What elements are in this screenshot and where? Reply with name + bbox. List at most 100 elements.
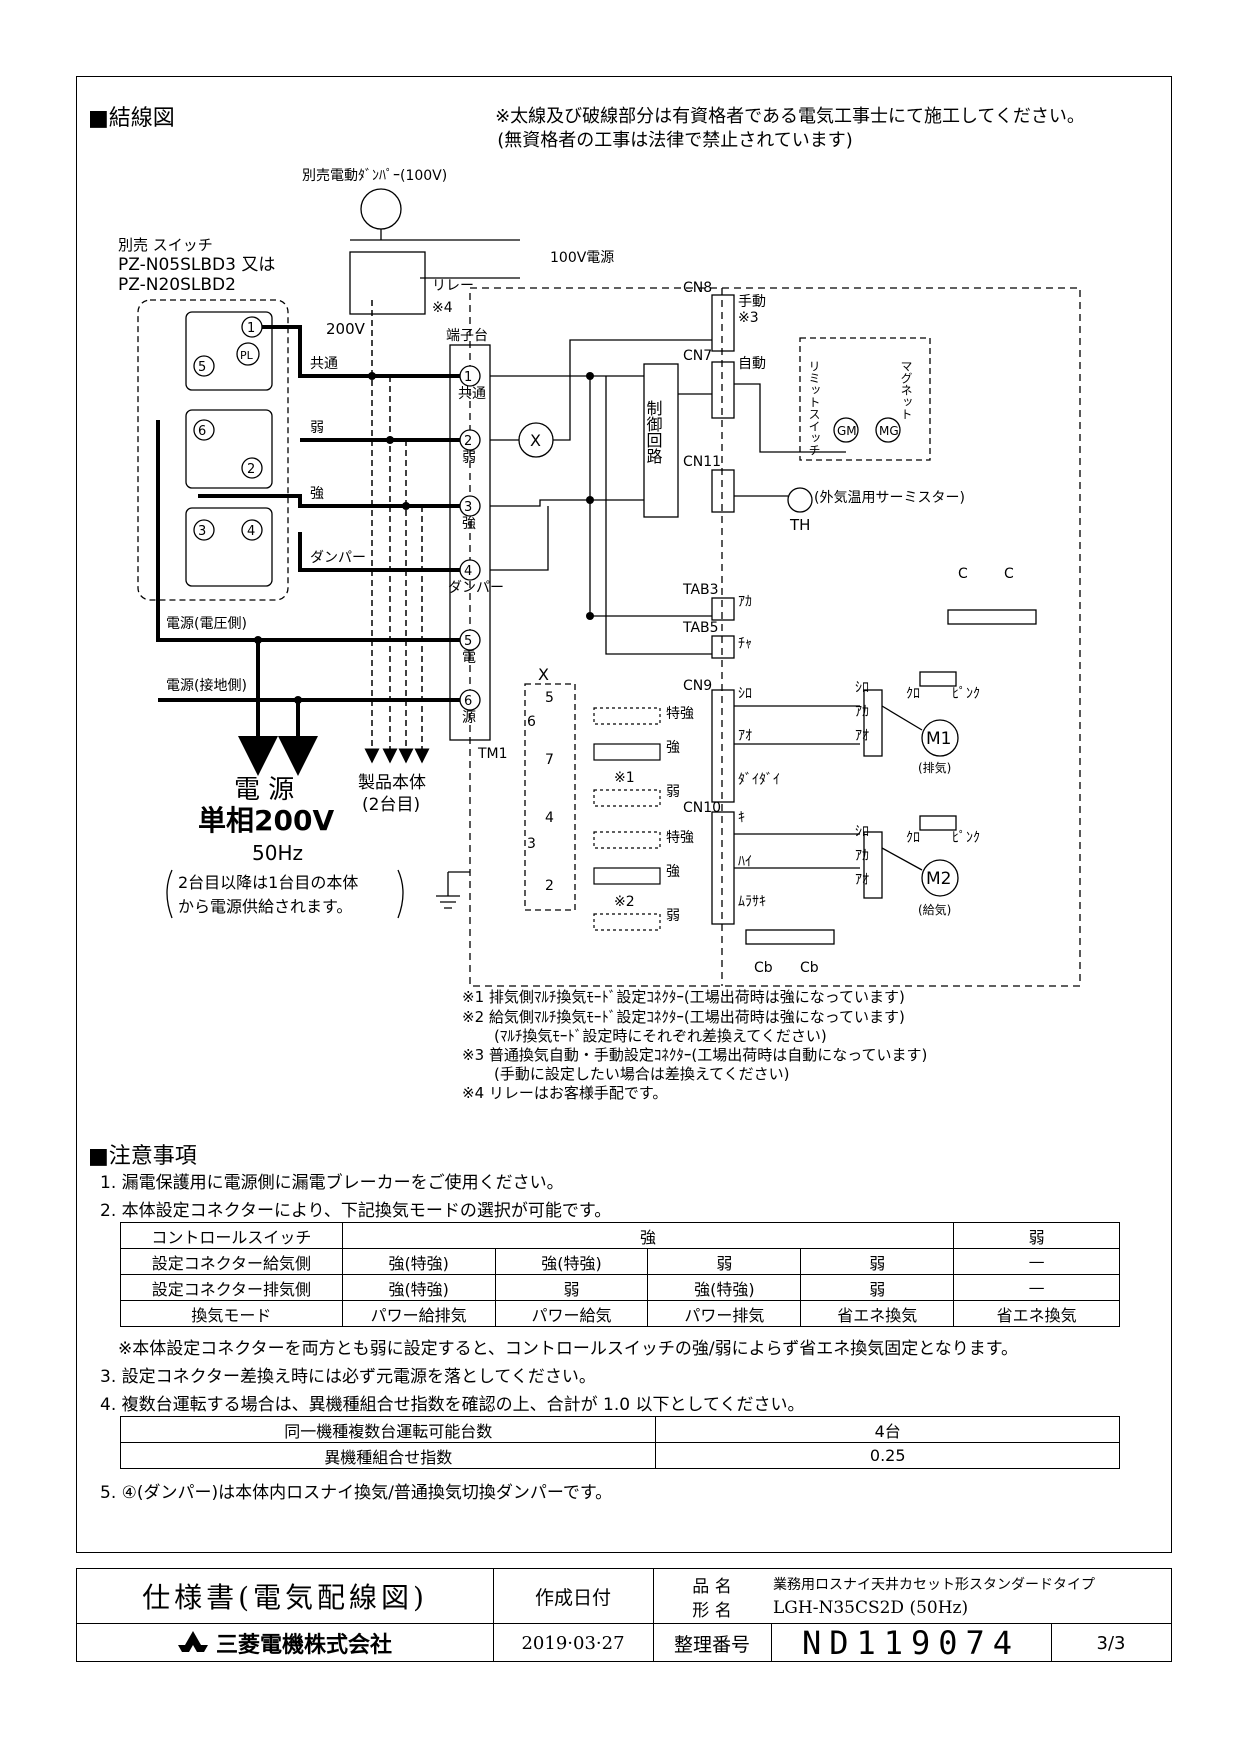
m1-wire-shiro: ｼﾛ (855, 680, 869, 696)
switch-model-1: PZ-N05SLBD3 又は (118, 255, 275, 275)
m2-wire-kuro: ｸﾛ (906, 830, 920, 846)
thermistor-label: (外気温用サーミスター) (814, 490, 965, 506)
terminal-num-3: 3 (464, 500, 472, 515)
table-cell: 弱 (494, 1274, 649, 1301)
exhaust-tokkyo-label: 特強 (666, 706, 694, 722)
limit-switch-label: リミットスイッチ (807, 360, 821, 456)
terminal-num-4: 4 (464, 564, 472, 579)
terminal-1-label: 共通 (458, 386, 486, 402)
company-name-text: 三菱電機株式会社 (215, 1633, 392, 1658)
warning-text: ※太線及び破線部分は有資格者である電気工事士にて施工してください。 (495, 106, 1085, 127)
cn7-label: CN7 (683, 348, 712, 364)
tab5-label: TAB5 (682, 620, 719, 636)
mode-table: コントロールスイッチ 強 弱 設定コネクター給気側 強(特強) 強(特強) 弱 … (120, 1222, 1120, 1327)
footnote-2-sub: (ﾏﾙﾁ換気ﾓｰﾄﾞ設定時にそれぞれ差換えてください) (494, 1027, 827, 1045)
capacitor-2-label: C (1004, 566, 1014, 582)
m1-sub-label: (排気) (918, 760, 951, 775)
tm1-label: TM1 (477, 746, 508, 762)
wire-power-g-label: 電源(接地側) (166, 677, 247, 694)
mitsubishi-logo-icon (177, 1631, 208, 1652)
table-cell: 省エネ換気 (953, 1300, 1120, 1327)
note-1: 1. 漏電保護用に電源側に漏電ブレーカーをご使用ください。 (100, 1173, 564, 1193)
mode-terminal-7: 7 (545, 752, 554, 768)
tab5-color: ﾁｬ (738, 636, 752, 652)
terminal-5-label: 電 (462, 650, 476, 666)
mode-box-x-label: X (538, 665, 549, 684)
power-spec: 単相200V (198, 804, 334, 837)
table-cell: 強(特強) (494, 1248, 649, 1275)
table-cell: 異機種組合せ指数 (119, 1442, 657, 1469)
mode-terminal-4: 4 (545, 810, 554, 826)
terminal-6-label: 源 (462, 710, 476, 726)
relay-x-label: X (530, 431, 541, 450)
supply-tokkyo-label: 特強 (666, 830, 694, 846)
switch-terminal-6: 6 (198, 424, 206, 439)
power-frequency: 50Hz (252, 841, 303, 865)
capacitor-1-label: C (958, 566, 968, 582)
cn8-manual-label: 手動 (738, 294, 766, 310)
cn9-label: CN9 (683, 678, 712, 694)
mode-table-header-2: 強 (341, 1222, 955, 1249)
damper-motor-icon (360, 188, 402, 230)
terminal-num-1: 1 (464, 370, 472, 385)
table-cell: 強(特強) (341, 1248, 496, 1275)
switch-boundary (137, 299, 289, 601)
power-note-line1: 2台目以降は1台目の本体 (178, 873, 358, 892)
note4-mark: ※4 (432, 300, 453, 316)
footnote-2: ※2 給気側ﾏﾙﾁ換気ﾓｰﾄﾞ設定ｺﾈｸﾀｰ(工場出荷時は強になっています) (462, 1008, 905, 1026)
product-boundary (469, 287, 1081, 987)
terminal-block-label: 端子台 (446, 328, 488, 344)
table-cell: 強(特強) (341, 1274, 496, 1301)
note-5: 5. ④(ダンパー)は本体内ロスナイ換気/普通換気切換ダンパーです。 (100, 1483, 613, 1503)
product-body-label: 製品本体 (358, 773, 426, 793)
m2-wire-aka: ｱｶ (855, 848, 869, 864)
cn8-label: CN8 (683, 280, 712, 296)
model-value: LGH-N35CS2D (50Hz) (773, 1598, 969, 1618)
page-frame (76, 76, 1172, 1553)
footnote-1: ※1 排気側ﾏﾙﾁ換気ﾓｰﾄﾞ設定ｺﾈｸﾀｰ(工場出荷時は強になっています) (462, 988, 905, 1006)
wire-weak-label: 弱 (310, 420, 324, 436)
table-cell: 強(特強) (647, 1274, 802, 1301)
note-4: 4. 複数台運転する場合は、異機種組合せ指数を確認の上、合計が 1.0 以下とし… (100, 1395, 805, 1415)
ref-label: 整理番号 (673, 1633, 750, 1656)
mg-label: MG (879, 424, 899, 438)
product-body-sub: (2台目) (362, 795, 420, 815)
footnote-4: ※4 リレーはお客様手配です。 (462, 1084, 667, 1102)
product-name-label: 品 名 (692, 1576, 732, 1597)
mode-terminal-3: 3 (527, 836, 536, 852)
product-name-value: 業務用ロスナイ天井カセット形スタンダードタイプ (773, 1577, 1095, 1593)
motor-m1-icon (921, 719, 959, 757)
note-3: 3. 設定コネクター差換え時には必ず元電源を落としてください。 (100, 1367, 596, 1387)
table-cell: 換気モード (120, 1300, 343, 1327)
m1-label: M1 (926, 729, 951, 749)
m2-wire-ao: ｱｵ (855, 872, 869, 888)
connector-note2-mark: ※2 (614, 894, 635, 910)
power-note-line2: から電源供給されます。 (178, 897, 352, 916)
cn8-note: ※3 (738, 310, 759, 326)
mode-table-header-3: 弱 (953, 1222, 1120, 1249)
m1-wire-pink: ﾋﾟﾝｸ (952, 686, 980, 702)
cn9-wire-1: ｼﾛ (738, 686, 752, 702)
capacitor-cb2-label: Cb (800, 960, 819, 976)
switch-terminal-1: 1 (247, 321, 255, 336)
connector-note1-mark: ※1 (614, 770, 635, 786)
ground-icon (436, 872, 460, 909)
date-label: 作成日付 (534, 1586, 611, 1609)
table-cell: 省エネ換気 (800, 1300, 955, 1327)
cn9-wire-2: ｱｵ (738, 728, 752, 744)
m1-wire-ao: ｱｵ (855, 728, 869, 744)
terminal-4-label: ダンパー (448, 580, 504, 596)
power-100v-label: 100V電源 (550, 250, 614, 266)
table-cell: 弱 (800, 1248, 955, 1275)
table-cell: パワー排気 (647, 1300, 802, 1327)
page-number: 3/3 (1096, 1632, 1126, 1654)
doc-title: 仕様書(電気配線図) (142, 1581, 428, 1614)
switch-terminal-4: 4 (247, 524, 255, 539)
capacitor-cb1-label: Cb (754, 960, 773, 976)
wire-strong-label: 強 (310, 486, 324, 502)
wiring-diagram: 別売電動ﾀﾞﾝﾊﾟｰ(100V) 100V電源 リレー ※4 200V 別売 ス… (118, 168, 1081, 1102)
wire-damper-label: ダンパー (310, 550, 366, 566)
table-cell: 弱 (800, 1274, 955, 1301)
table-cell: 設定コネクター排気側 (120, 1274, 343, 1301)
v200-label: 200V (326, 320, 366, 338)
